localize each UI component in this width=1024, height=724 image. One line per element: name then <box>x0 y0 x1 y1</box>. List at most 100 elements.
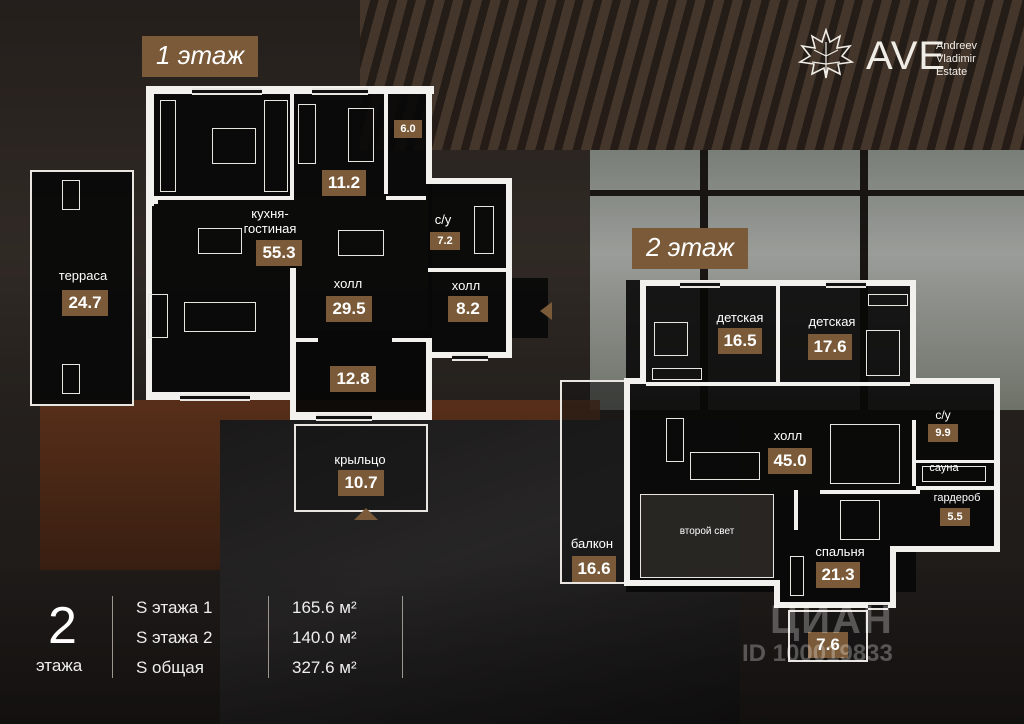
area-badge: 29.5 <box>326 296 372 322</box>
wall <box>146 196 152 396</box>
window <box>452 354 488 361</box>
wall <box>774 580 780 608</box>
maple-leaf-icon <box>796 27 856 80</box>
area-badge: 45.0 <box>768 448 812 474</box>
window <box>316 414 372 421</box>
wardrobe <box>790 556 804 596</box>
room-label: кухня- гостиная <box>243 206 297 236</box>
summary-label: S общая <box>136 658 204 677</box>
wall <box>640 280 646 384</box>
terrace <box>30 170 134 406</box>
wall <box>294 338 318 342</box>
wall <box>820 490 920 494</box>
furniture <box>62 180 80 210</box>
room-label: детская <box>808 314 856 329</box>
wardrobe <box>868 294 908 306</box>
entrance-arrow-icon <box>540 302 552 320</box>
window <box>312 88 368 95</box>
kitchen-island <box>212 128 256 164</box>
area-badge: 11.2 <box>322 170 366 196</box>
area-badge: 55.3 <box>256 240 302 266</box>
wall <box>146 86 434 94</box>
wall <box>646 382 910 386</box>
room-label: детская <box>716 310 764 325</box>
kitchen-cabinet <box>264 100 288 192</box>
floors-count: 2 <box>48 597 77 655</box>
area-badge: 21.3 <box>816 562 860 588</box>
wall <box>890 548 896 608</box>
summary-label: S этажа 2 <box>136 628 213 647</box>
wall <box>912 420 916 486</box>
room-label: спальня <box>815 544 865 559</box>
wall <box>290 268 296 418</box>
bed <box>298 104 316 164</box>
wood-ceiling <box>360 0 1024 150</box>
wall <box>794 490 798 530</box>
area-badge: 6.0 <box>394 120 422 138</box>
room-label: с/у <box>935 408 951 422</box>
floor2-title: 2 этаж <box>632 228 749 269</box>
room-label: гардероб <box>933 492 981 504</box>
porch <box>294 424 428 512</box>
wall <box>154 196 294 200</box>
window <box>826 281 866 288</box>
wall <box>426 340 432 420</box>
area-badge: 5.5 <box>940 508 970 526</box>
sauna-bench <box>922 466 986 482</box>
sofa <box>690 452 760 480</box>
window <box>192 88 262 95</box>
bathtub <box>474 206 494 254</box>
summary-value: 327.6 м² <box>292 658 357 677</box>
wall <box>624 378 630 584</box>
window-frame <box>590 190 1024 196</box>
room-label: второй свет <box>679 526 735 537</box>
wall <box>994 378 1000 550</box>
area-badge: 16.5 <box>718 328 762 354</box>
wall <box>146 86 154 206</box>
wall <box>910 280 916 384</box>
fireplace <box>148 294 168 338</box>
wall <box>624 378 646 384</box>
wall <box>910 378 998 384</box>
wall <box>386 196 426 200</box>
logo-mark: AVE <box>866 34 947 78</box>
divider <box>268 596 269 678</box>
wall <box>290 94 294 200</box>
area-badge: 9.9 <box>928 424 958 442</box>
floor1-title: 1 этаж <box>142 36 259 77</box>
bed <box>840 500 880 540</box>
wall <box>384 94 388 194</box>
room-label: терраса <box>58 268 108 283</box>
area-badge: 10.7 <box>338 470 384 496</box>
kitchen-cabinet <box>160 100 176 192</box>
brand-name: Andreev Vladimir Estate <box>936 40 977 79</box>
room-label: балкон <box>570 536 614 551</box>
floor1-body <box>428 180 508 354</box>
wall <box>392 338 432 342</box>
area-badge: 12.8 <box>330 366 376 392</box>
window <box>868 603 888 610</box>
floors-word: этажа <box>36 656 83 675</box>
window <box>180 394 250 401</box>
double-height-void <box>640 494 774 578</box>
room-label: сауна <box>929 462 959 474</box>
balcony <box>560 380 626 584</box>
bed <box>654 322 688 356</box>
watermark-logo: ЦИАН <box>770 598 894 642</box>
wall <box>426 94 432 184</box>
stairs <box>338 230 384 256</box>
window <box>680 281 720 288</box>
entrance-arrow-icon <box>354 508 378 520</box>
wall <box>624 580 778 586</box>
area-badge: 7.6 <box>808 632 848 658</box>
wall <box>426 178 512 184</box>
wardrobe <box>652 368 702 380</box>
divider <box>112 596 113 678</box>
room-label: крыльцо <box>334 452 386 467</box>
stairs <box>830 424 900 484</box>
summary-value: 140.0 м² <box>292 628 357 647</box>
summary-value: 165.6 м² <box>292 598 357 617</box>
summary-label: S этажа 1 <box>136 598 213 617</box>
bed <box>866 330 900 376</box>
wall <box>146 196 158 204</box>
